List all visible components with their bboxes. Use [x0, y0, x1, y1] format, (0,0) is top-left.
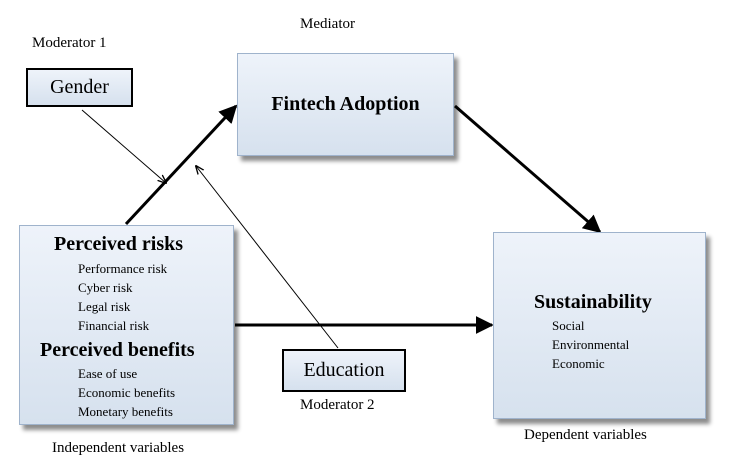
sustainability-box: Sustainability Social Environmental Econ…	[493, 232, 706, 419]
perceived-benefits-list: Ease of use Economic benefits Monetary b…	[78, 364, 175, 421]
list-item: Economic benefits	[78, 385, 176, 400]
perceived-risks-title: Perceived risks	[54, 233, 184, 255]
list-item: Performance risk	[78, 261, 168, 276]
sustainability-title: Sustainability	[534, 291, 652, 313]
fintech-adoption-box: Fintech Adoption	[237, 53, 454, 156]
education-label: Education	[303, 359, 385, 381]
list-item: Monetary benefits	[78, 404, 173, 419]
arrow-fintech-to-sustainability	[454, 104, 602, 234]
list-item: Ease of use	[78, 366, 138, 381]
arrow-education-moderation	[196, 166, 339, 349]
list-item: Cyber risk	[78, 280, 133, 295]
independent-variables-box: Perceived risks Performance risk Cyber r…	[19, 225, 234, 425]
arrow-gender-moderation	[81, 109, 166, 183]
independent-variables-label: Independent variables	[52, 440, 185, 456]
list-item: Economic	[552, 356, 605, 371]
list-item: Environmental	[552, 337, 630, 352]
perceived-benefits-title: Perceived benefits	[40, 339, 195, 361]
moderator1-label: Moderator 1	[32, 35, 107, 51]
education-box: Education	[282, 349, 406, 392]
gender-label: Gender	[50, 76, 109, 98]
moderator2-label: Moderator 2	[300, 397, 375, 413]
mediator-label: Mediator	[300, 16, 355, 32]
list-item: Financial risk	[78, 318, 150, 333]
list-item: Legal risk	[78, 299, 131, 314]
list-item: Social	[552, 318, 585, 333]
sustainability-list: Social Environmental Economic	[552, 316, 629, 373]
fintech-adoption-label: Fintech Adoption	[271, 93, 420, 115]
arrow-iv-to-fintech	[124, 104, 238, 226]
dependent-variables-label: Dependent variables	[524, 427, 647, 443]
gender-box: Gender	[26, 68, 133, 107]
perceived-risks-list: Performance risk Cyber risk Legal risk F…	[78, 259, 167, 335]
